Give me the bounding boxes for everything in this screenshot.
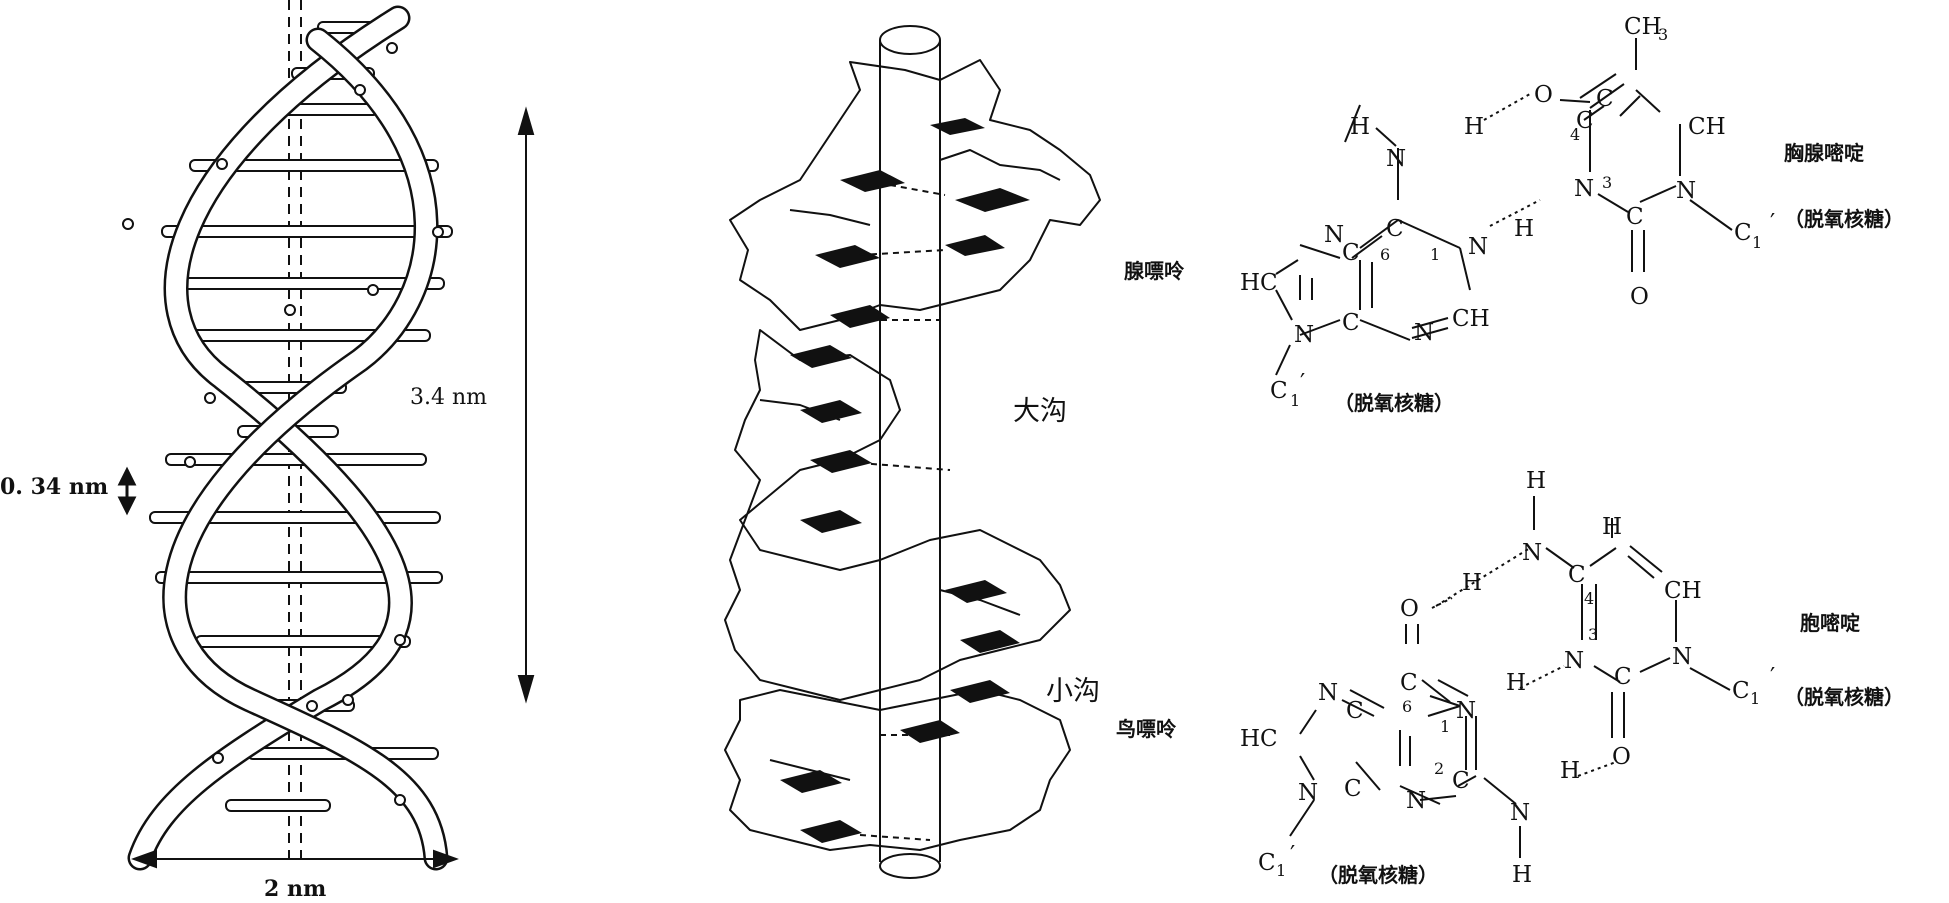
atom-label: C — [1596, 86, 1614, 112]
atom-label: H — [1512, 862, 1532, 888]
atom-label: 1 — [1752, 233, 1762, 252]
atom-label: N — [1298, 780, 1318, 806]
atom-label: CH — [1664, 578, 1702, 604]
major-groove-label: 大沟 — [1013, 396, 1067, 427]
atom-label: 1 — [1750, 689, 1760, 708]
atom-label: ′ — [1300, 370, 1305, 396]
atom-label: N — [1672, 644, 1692, 670]
atom-label: N — [1294, 322, 1314, 348]
atom-label: O — [1630, 284, 1649, 310]
atom-label: C — [1342, 240, 1360, 266]
atom-label: H — [1602, 514, 1622, 540]
atom-label: O — [1534, 82, 1553, 108]
deoxyribose-label: （脱氧核糖） — [1784, 685, 1904, 709]
atom-label: C — [1270, 378, 1288, 404]
atom-label: C — [1626, 204, 1644, 230]
ring-number: 4 — [1584, 589, 1594, 608]
atom-label: N — [1318, 680, 1338, 706]
atom-label: N — [1406, 788, 1426, 814]
atom-label: N — [1522, 540, 1542, 566]
atom-label: C — [1614, 664, 1632, 690]
atom-label: C — [1576, 108, 1594, 134]
hydrogen-bond-dashes — [859, 184, 951, 841]
atom-label: CH — [1452, 306, 1490, 332]
atom-label: C — [1344, 776, 1362, 802]
ring-number: 6 — [1380, 245, 1390, 264]
atom-label: N — [1510, 800, 1530, 826]
atom-label: C — [1258, 850, 1276, 876]
double-helix-ribbon-model: 2 nm 3.4 nm 0. 34 nm — [0, 0, 535, 902]
phosphate-markers — [122, 42, 444, 806]
atom-label: C — [1734, 220, 1752, 246]
atom-label: C — [1400, 670, 1418, 696]
cytosine-label: 胞嘧啶 — [1800, 611, 1860, 635]
atom-label: 3 — [1658, 25, 1668, 44]
atom-label: C — [1568, 562, 1586, 588]
ring-number: 6 — [1402, 697, 1412, 716]
atom-label: N — [1564, 648, 1584, 674]
ring-number: 1 — [1440, 717, 1450, 736]
deoxyribose-label: （脱氧核糖） — [1334, 391, 1454, 415]
atom-label: 1 — [1276, 861, 1286, 880]
atom-label: C — [1452, 768, 1470, 794]
guanine-label: 鸟嘌呤 — [1116, 717, 1177, 741]
atom-label: 1 — [1290, 391, 1300, 410]
ring-number: 3 — [1588, 625, 1598, 644]
ring-number: 3 — [1602, 173, 1612, 192]
atom-label: N — [1414, 320, 1434, 346]
atom-label: N — [1574, 176, 1594, 202]
atom-label: H — [1560, 758, 1580, 784]
pitch-dimension — [517, 106, 535, 704]
guanine-cytosine-pair: H N H C 4 CH 3 N C N O C 1 ′ （脱氧核糖） 胞嘧啶 … — [1116, 468, 1904, 888]
deoxyribose-label: （脱氧核糖） — [1784, 207, 1904, 231]
rise-label: 0. 34 nm — [0, 474, 108, 500]
atom-label: O — [1400, 596, 1419, 622]
atom-label: ′ — [1770, 210, 1775, 236]
ring-number: 1 — [1430, 245, 1440, 264]
ring-number: 4 — [1570, 125, 1580, 144]
atom-label: N — [1324, 222, 1344, 248]
atom-label: H — [1506, 670, 1526, 696]
atom-label: N — [1676, 178, 1696, 204]
adenine-label: 腺嘌呤 — [1124, 259, 1185, 283]
thymine-label: 胸腺嘧啶 — [1784, 141, 1864, 165]
atom-label: C — [1386, 216, 1404, 242]
atom-label: N — [1456, 698, 1476, 724]
atom-label: ′ — [1290, 842, 1295, 868]
space-filling-helix-model: 大沟 小沟 — [724, 25, 1101, 879]
ring-number: 2 — [1434, 759, 1444, 778]
atom-label: CH — [1624, 14, 1662, 40]
atom-label: CH — [1688, 114, 1726, 140]
atom-label: H — [1464, 114, 1484, 140]
adenine-thymine-pair: CH 3 O C C 4 CH N 3 N C O C 1 ′ （脱氧核糖） 胸… — [1124, 14, 1904, 415]
atom-label: HC — [1240, 726, 1278, 752]
atom-label: C — [1732, 678, 1750, 704]
rise-dimension — [117, 466, 137, 516]
atom-label: H — [1514, 216, 1534, 242]
atom-label: C — [1346, 698, 1364, 724]
atom-label: H — [1350, 114, 1370, 140]
atom-label: O — [1612, 744, 1631, 770]
deoxyribose-label: （脱氧核糖） — [1318, 863, 1438, 887]
atom-label: H — [1526, 468, 1546, 494]
atom-label: HC — [1240, 270, 1278, 296]
atom-label: N — [1386, 146, 1406, 172]
atom-label: N — [1468, 234, 1488, 260]
width-label: 2 nm — [264, 876, 326, 902]
width-dimension — [131, 849, 459, 869]
base-pair-blocks — [780, 118, 1030, 843]
atom-label: C — [1342, 310, 1360, 336]
atom-label: H — [1462, 570, 1482, 596]
minor-groove-label: 小沟 — [1046, 676, 1100, 707]
pitch-label: 3.4 nm — [410, 385, 487, 410]
atom-label: ′ — [1770, 664, 1775, 690]
